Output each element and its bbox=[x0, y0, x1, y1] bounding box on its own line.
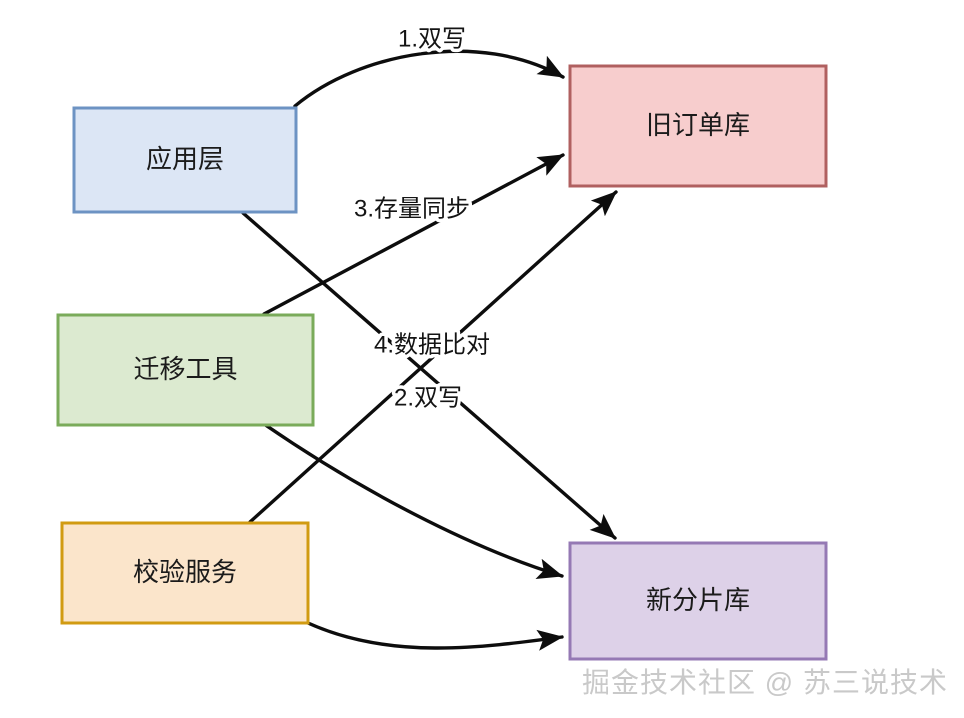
edge-label-halo-edge-4: 4.数据比对 bbox=[374, 331, 490, 358]
edge-app-layer-to-new-shard-db bbox=[241, 211, 617, 540]
edge-label-halo-edge-3: 3.存量同步 bbox=[354, 195, 470, 222]
node-box-app-layer bbox=[72, 106, 298, 214]
edge-migration-tool-to-new-shard-db bbox=[262, 422, 564, 579]
edge-label-edge-2: 2.双写 bbox=[394, 384, 462, 411]
edge-label-edge-1: 1.双写 bbox=[398, 25, 466, 52]
edge-label-edge-4: 4.数据比对 bbox=[374, 331, 490, 358]
edge-verify-service-to-old-order-db bbox=[248, 190, 618, 524]
node-new-shard-db[interactable]: 新分片库 bbox=[568, 541, 828, 661]
node-verify-service[interactable]: 校验服务 bbox=[60, 521, 310, 625]
edge-app-layer-to-old-order-db bbox=[293, 49, 565, 108]
edge-migration-tool-to-old-order-db bbox=[262, 153, 565, 316]
node-label-old-order-db: 旧订单库 bbox=[646, 110, 750, 140]
node-label-app-layer: 应用层 bbox=[146, 144, 224, 174]
node-old-order-db[interactable]: 旧订单库 bbox=[568, 64, 828, 188]
edge-label-halo-edge-1: 1.双写 bbox=[398, 25, 466, 52]
node-app-layer[interactable]: 应用层 bbox=[72, 106, 298, 214]
node-box-new-shard-db bbox=[568, 541, 828, 661]
node-box-migration-tool bbox=[56, 313, 315, 427]
node-box-verify-service bbox=[60, 521, 310, 625]
edge-verify-service-to-new-shard-db bbox=[306, 621, 564, 651]
node-box-old-order-db bbox=[568, 64, 828, 188]
node-migration-tool[interactable]: 迁移工具 bbox=[56, 313, 315, 427]
edges-layer bbox=[241, 49, 618, 651]
watermark: 掘金技术社区 @ 苏三说技术 bbox=[582, 667, 948, 698]
node-label-verify-service: 校验服务 bbox=[133, 557, 237, 587]
node-label-migration-tool: 迁移工具 bbox=[133, 354, 237, 384]
edge-label-edge-3: 3.存量同步 bbox=[354, 195, 470, 222]
node-label-new-shard-db: 新分片库 bbox=[646, 585, 750, 615]
edge-label-halo-edge-2: 2.双写 bbox=[394, 384, 462, 411]
